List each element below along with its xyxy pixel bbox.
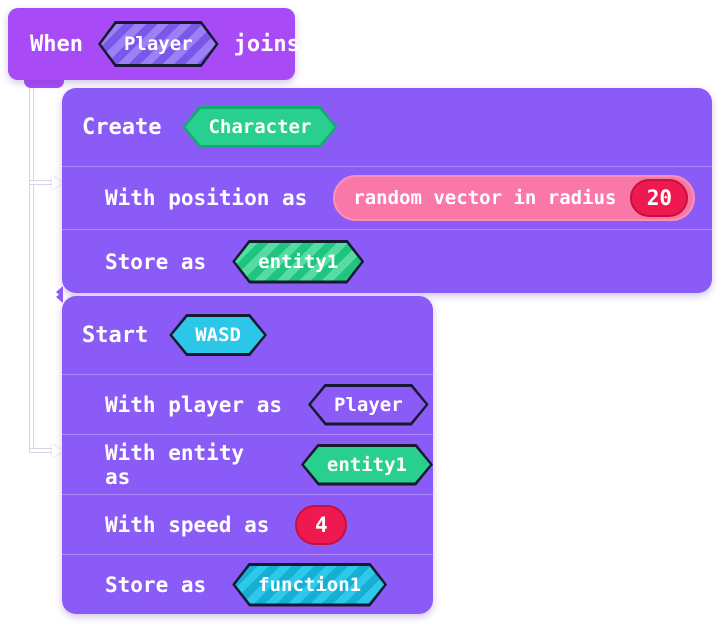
store-as-entity-row[interactable]: Store as entity1 <box>62 229 712 293</box>
create-character-block[interactable]: Create Character With position as random… <box>56 88 712 298</box>
when-player-joins-block[interactable]: When Player joins <box>8 8 300 80</box>
player-value-chip-fill <box>311 387 426 423</box>
store-as-function-row[interactable]: Store as function1 <box>62 554 433 614</box>
store-as-label: Store as <box>105 249 207 274</box>
wasd-chip-fill <box>172 317 264 353</box>
function1-store-chip-label: function1 <box>258 573 362 596</box>
entity1-store-chip[interactable]: entity1 <box>232 240 364 284</box>
start-header-row[interactable]: Start WASD <box>62 296 433 374</box>
with-player-label: With player as <box>105 392 283 417</box>
connector-arrow-position-icon <box>52 175 63 190</box>
player-chip-label: Player <box>123 33 193 55</box>
connector-vertical-line <box>30 80 33 452</box>
wasd-chip-label: WASD <box>195 324 241 346</box>
start-label: Start <box>82 322 149 348</box>
with-speed-label: With speed as <box>105 512 270 537</box>
with-position-label: With position as <box>105 186 308 210</box>
entity1-store-chip-label: entity1 <box>258 250 339 273</box>
with-speed-row[interactable]: With speed as 4 <box>62 494 433 554</box>
wasd-type-chip[interactable]: WASD <box>169 314 267 356</box>
function1-store-chip-fill <box>235 566 384 604</box>
start-wasd-block[interactable]: Start WASD With player as Player With en… <box>56 291 433 614</box>
joins-label: joins <box>233 31 300 57</box>
character-chip-fill <box>185 109 334 145</box>
connector-branch-entity <box>30 449 53 452</box>
speed-value-badge[interactable]: 4 <box>295 504 348 545</box>
entity1-store-chip-fill <box>235 243 361 281</box>
when-block-tail <box>24 78 64 88</box>
entity1-value-chip-label: entity1 <box>326 453 407 476</box>
connector-branch-position <box>30 181 53 184</box>
create-label: Create <box>82 114 162 140</box>
player-value-chip-label: Player <box>334 393 403 416</box>
with-position-row[interactable]: With position as random vector in radius… <box>62 166 712 229</box>
function1-store-chip[interactable]: function1 <box>232 563 387 607</box>
player-chip[interactable]: Player <box>98 21 219 67</box>
character-chip-label: Character <box>208 116 312 138</box>
when-label: When <box>30 31 83 57</box>
entity1-value-chip-fill <box>304 447 430 483</box>
with-player-row[interactable]: With player as Player <box>62 374 433 434</box>
entity1-value-chip[interactable]: entity1 <box>301 444 433 486</box>
character-type-chip[interactable]: Character <box>182 106 337 148</box>
with-entity-label: With entity as <box>105 440 245 489</box>
radius-value-badge[interactable]: 20 <box>630 179 689 217</box>
start-group-top-notch <box>56 291 63 303</box>
random-vector-pill[interactable]: random vector in radius 20 <box>333 175 696 221</box>
create-header-row[interactable]: Create Character <box>62 88 712 166</box>
connector-arrow-entity-icon <box>52 443 63 458</box>
store-as-function-label: Store as <box>105 572 207 597</box>
player-chip-fill <box>101 24 216 64</box>
with-entity-row[interactable]: With entity as entity1 <box>62 434 433 494</box>
player-value-chip[interactable]: Player <box>308 384 429 426</box>
random-vector-label: random vector in radius <box>353 187 617 209</box>
